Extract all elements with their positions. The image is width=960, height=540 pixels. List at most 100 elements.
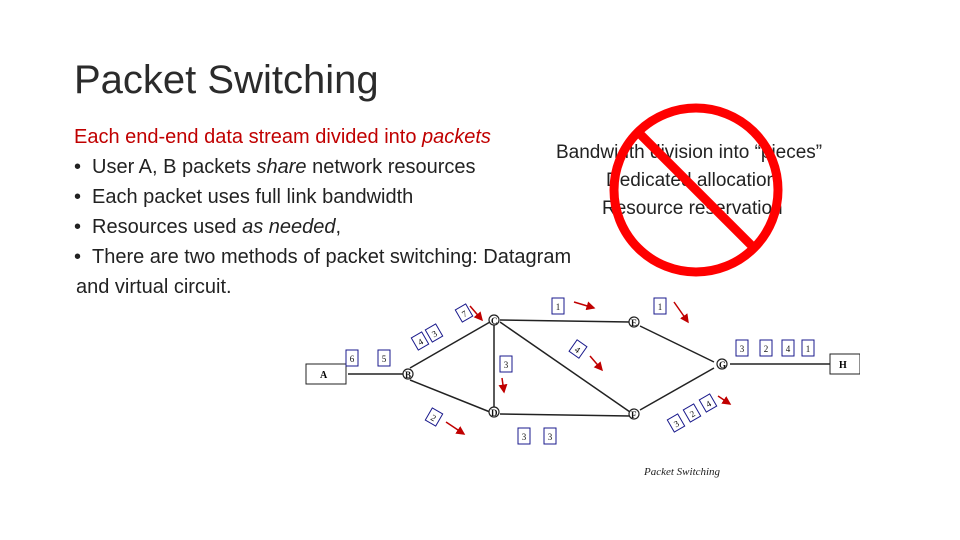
router-c xyxy=(488,314,500,326)
packet xyxy=(517,427,531,445)
bullet-item-resources: • Resources used as needed, xyxy=(74,212,634,242)
router-d-label: D xyxy=(491,408,498,418)
bullet-dot: • xyxy=(74,246,82,268)
bullet-item-share: • User A, B packets share network resourc… xyxy=(74,152,634,182)
packet-label: 4 xyxy=(786,344,791,354)
router-e-label: E xyxy=(631,318,637,328)
link-b-d xyxy=(409,379,491,413)
packet xyxy=(653,297,667,315)
packet xyxy=(454,303,474,323)
packet xyxy=(759,339,773,357)
packet-label: 3 xyxy=(740,344,745,354)
direction-arrows xyxy=(445,301,732,435)
router-f xyxy=(628,408,640,420)
router-g xyxy=(716,358,728,370)
packet xyxy=(666,413,686,433)
link-f-g xyxy=(639,367,715,411)
router-g-label: G xyxy=(719,360,726,370)
slide-title: Packet Switching xyxy=(74,58,379,102)
prohibition-slash xyxy=(634,128,758,252)
bullet-item-methods: • There are two methods of packet switchi… xyxy=(74,242,634,272)
packet-label: 1 xyxy=(556,302,561,312)
bullet-dot: • xyxy=(74,186,82,208)
packet-label: 4 xyxy=(704,398,713,409)
arrow xyxy=(469,305,483,322)
link-c-f xyxy=(499,321,631,413)
arrow xyxy=(673,301,689,324)
bullet-text: , xyxy=(335,216,342,238)
arrow xyxy=(498,377,508,394)
bullet-emphasis: as needed xyxy=(242,216,336,238)
router-d xyxy=(488,406,500,418)
router-labels: B C D E F G xyxy=(405,316,726,420)
diagram-caption: Packet Switching xyxy=(644,466,721,478)
packet xyxy=(410,331,430,351)
arrow xyxy=(589,355,603,372)
packet xyxy=(424,323,444,343)
packet xyxy=(682,403,702,423)
link-d-f xyxy=(499,413,631,417)
prohibition-circle xyxy=(609,103,783,277)
router-b-label: B xyxy=(405,370,411,380)
crossed-line-reservation: Resource reservation xyxy=(602,198,783,219)
router-b xyxy=(402,368,414,380)
packet-label: 2 xyxy=(764,344,769,354)
bullet-text: Resources used xyxy=(92,216,243,238)
link-e-g xyxy=(639,325,715,363)
packet xyxy=(543,427,557,445)
packet-labels: 6 5 4 3 7 2 3 3 3 1 1 4 3 2 4 3 2 4 1 xyxy=(350,302,811,442)
packet-label: 4 xyxy=(416,336,425,347)
bullet-item-methods-cont: and virtual circuit. xyxy=(76,276,232,298)
bullet-text: network resources xyxy=(306,156,476,178)
bullet-text: User A, B packets xyxy=(92,156,257,178)
packet xyxy=(698,393,718,413)
bullet-dot: • xyxy=(74,156,82,178)
host-h-label: H xyxy=(839,360,847,371)
packet-label: 1 xyxy=(658,302,663,312)
packet-label: 1 xyxy=(806,344,811,354)
packet-switching-diagram: A H B C D E F G xyxy=(304,292,860,504)
link-c-e xyxy=(499,319,631,323)
packet xyxy=(377,349,391,367)
packet xyxy=(801,339,815,357)
packet-label: 6 xyxy=(350,354,355,364)
bullet-dot: • xyxy=(74,216,82,238)
router-e xyxy=(628,316,640,328)
host-a-box xyxy=(305,363,347,385)
routers xyxy=(402,314,728,420)
packet-label: 3 xyxy=(504,360,509,370)
packet xyxy=(568,339,588,359)
packet-label: 2 xyxy=(429,412,438,423)
bullet-text: There are two methods of packet switchin… xyxy=(92,246,572,268)
intro-line: Each end-end data stream divided into pa… xyxy=(74,122,634,152)
packet-label: 2 xyxy=(688,408,697,419)
packet-label: 3 xyxy=(672,418,681,429)
packet xyxy=(551,297,565,315)
intro-emphasis: packets xyxy=(422,126,491,148)
bullet-text: Each packet uses full link bandwidth xyxy=(92,186,414,208)
router-c-label: C xyxy=(491,316,498,326)
intro-text: Each end-end data stream divided into xyxy=(74,126,422,148)
link-b-c xyxy=(409,321,491,369)
packet-label: 3 xyxy=(522,432,527,442)
packet xyxy=(781,339,795,357)
network-graph: A H B C D E F G xyxy=(305,297,860,445)
packet-label: 3 xyxy=(430,328,439,339)
packet xyxy=(499,355,513,373)
host-a-label: A xyxy=(320,370,328,381)
packet xyxy=(424,407,444,427)
host-h-box xyxy=(829,353,860,375)
packets xyxy=(345,297,815,445)
arrow xyxy=(573,301,596,311)
network-links xyxy=(348,319,830,417)
bullet-item-bandwidth: • Each packet uses full link bandwidth xyxy=(74,182,634,212)
arrow xyxy=(445,421,466,435)
packet xyxy=(345,349,359,367)
packet-label: 3 xyxy=(548,432,553,442)
bullet-list: Each end-end data stream divided into pa… xyxy=(74,122,634,302)
packet-label: 4 xyxy=(573,344,583,355)
arrow xyxy=(717,395,732,405)
bullet-emphasis: share xyxy=(256,156,307,178)
prohibition-icon xyxy=(609,103,783,277)
router-f-label: F xyxy=(631,410,637,420)
